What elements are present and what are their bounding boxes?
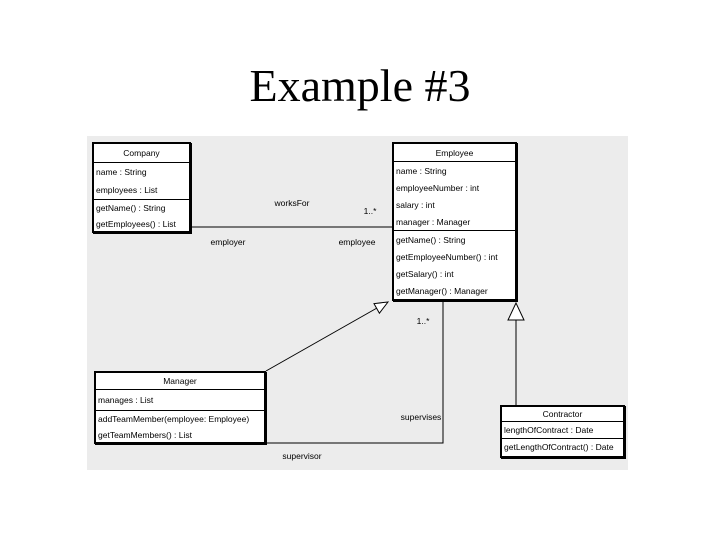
attribute: name : String (396, 165, 447, 176)
class-name-company: Company (94, 144, 189, 163)
supervisor-role-label: supervisor (282, 451, 322, 461)
attribute: manages : List (98, 395, 154, 405)
method: getSalary() : int (396, 268, 454, 279)
class-box-employee: Employee name : String employeeNumber : … (392, 142, 517, 301)
uml-connectors (191, 226, 525, 444)
employee-methods-section: getName() : String getEmployeeNumber() :… (394, 231, 515, 299)
company-attributes-section: name : String employees : List (94, 163, 189, 200)
class-name-employee: Employee (394, 144, 515, 162)
manager-employee-generalization-arrowhead-icon (373, 301, 390, 315)
method: getTeamMembers() : List (98, 430, 192, 440)
attribute: name : String (96, 167, 147, 177)
method: getLengthOfContract() : Date (504, 442, 614, 452)
class-box-manager: Manager manages : List addTeamMember(emp… (94, 371, 266, 444)
supervises-association-line (266, 301, 444, 444)
attribute: employees : List (96, 185, 158, 195)
supervises-association-label: supervises (400, 412, 442, 422)
employee-attributes-section: name : String employeeNumber : int salar… (394, 162, 515, 231)
employer-role-label: employer (210, 237, 246, 247)
method: addTeamMember(employee: Employee) (98, 414, 250, 424)
method: getName() : String (396, 234, 466, 245)
method: getEmployeeNumber() : int (396, 251, 498, 262)
class-box-contractor: Contractor lengthOfContract : Date getLe… (500, 405, 625, 458)
manager-attributes-section: manages : List (96, 390, 264, 411)
class-box-company: Company name : String employees : List g… (92, 142, 191, 233)
attribute: lengthOfContract : Date (504, 425, 594, 435)
works-for-association-label: worksFor (274, 198, 310, 208)
attribute: salary : int (396, 199, 435, 210)
attribute: employeeNumber : int (396, 182, 480, 193)
manager-methods-section: addTeamMember(employee: Employee) getTea… (96, 411, 264, 443)
uml-diagram: Company name : String employees : List g… (87, 136, 628, 470)
class-name-manager: Manager (96, 373, 264, 390)
contractor-employee-generalization-arrowhead-icon (507, 301, 525, 321)
employee-role-label: employee (338, 237, 376, 247)
method: getName() : String (96, 203, 166, 213)
contractor-attributes-section: lengthOfContract : Date (502, 422, 623, 439)
company-methods-section: getName() : String getEmployees() : List (94, 200, 189, 232)
works-for-multiplicity-label: 1..* (363, 206, 377, 216)
method: getManager() : Manager (396, 285, 488, 296)
method: getEmployees() : List (96, 219, 176, 229)
class-name-contractor: Contractor (502, 407, 623, 422)
supervises-multiplicity-label: 1..* (416, 316, 430, 326)
slide-title: Example #3 (249, 60, 471, 111)
manager-employee-generalization-line (265, 307, 378, 372)
contractor-methods-section: getLengthOfContract() : Date (502, 439, 623, 455)
attribute: manager : Manager (396, 216, 471, 227)
